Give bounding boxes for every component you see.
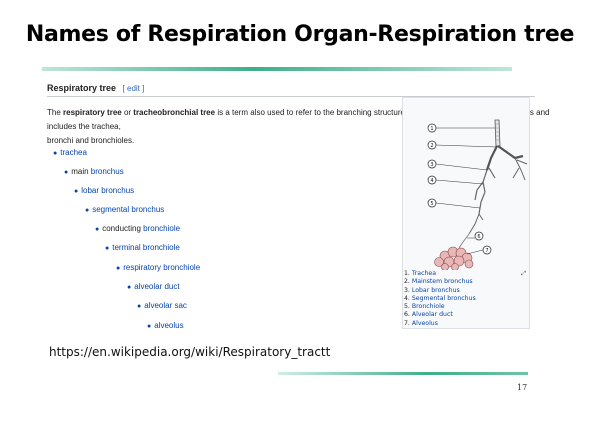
legend-label[interactable]: Bronchiole — [411, 303, 445, 311]
list-item-link[interactable]: alveolar duct — [134, 282, 180, 291]
legend-item: 4. Segmental bronchus — [404, 294, 476, 302]
bullet-icon: ● — [137, 303, 142, 310]
callout-6: 6 — [477, 234, 480, 240]
page-number: 17 — [517, 383, 528, 392]
legend-label[interactable]: Alveolus — [411, 319, 438, 327]
legend-item: 5. Bronchiole — [404, 303, 445, 311]
legend-item: 1. Trachea — [404, 270, 437, 277]
footer-divider — [278, 372, 528, 375]
para-text: is a term also used to refer to the bran… — [47, 108, 550, 131]
title-divider — [42, 67, 512, 71]
legend-label[interactable]: Segmental bronchus — [411, 294, 476, 302]
legend-item: 2. Mainstem bronchus — [404, 278, 473, 286]
legend-label[interactable]: Alveolar duct — [411, 311, 453, 319]
list-item-link[interactable]: alveolus — [154, 321, 184, 330]
section-heading-text: Respiratory tree — [47, 83, 117, 93]
list-item: ●lobar bronchus — [74, 186, 134, 195]
slide-title: Names of Respiration Organ-Respiration t… — [25, 22, 575, 47]
bullet-icon: ● — [53, 150, 58, 157]
callout-3: 3 — [430, 162, 433, 168]
bullet-icon: ● — [85, 207, 90, 214]
term-tracheobronchial-tree: tracheobronchial tree — [133, 108, 216, 117]
term-respiratory-tree: respiratory tree — [63, 108, 122, 117]
list-item-text: conducting — [102, 224, 144, 233]
bullet-icon: ● — [64, 169, 69, 176]
bullet-icon: ● — [74, 188, 79, 195]
expand-icon[interactable]: ⤢ — [521, 270, 526, 277]
list-item: ●segmental bronchus — [85, 205, 164, 214]
list-item-link[interactable]: lobar bronchus — [81, 186, 135, 195]
list-item: ●trachea — [53, 148, 87, 157]
callout-4: 4 — [430, 178, 433, 184]
list-item: ●conducting bronchiole — [95, 224, 180, 233]
bullet-icon: ● — [116, 265, 121, 272]
para-text: or — [121, 108, 134, 117]
legend-item: 3. Lobar bronchus — [404, 286, 460, 294]
legend-item: 6. Alveolar duct — [404, 311, 453, 319]
heading-divider — [47, 96, 535, 97]
bullet-icon: ● — [105, 245, 110, 252]
list-item-link[interactable]: alveolar sac — [144, 301, 187, 310]
legend-label[interactable]: Lobar bronchus — [411, 286, 460, 294]
list-item: ●respiratory bronchiole — [116, 263, 200, 272]
legend-label[interactable]: Mainstem bronchus — [411, 278, 473, 286]
bullet-icon: ● — [127, 284, 132, 291]
list-item-link[interactable]: respiratory bronchiole — [123, 263, 201, 272]
list-item-link[interactable]: segmental bronchus — [92, 205, 165, 214]
intro-paragraph: The respiratory tree or tracheobronchial… — [47, 106, 552, 148]
section-heading: Respiratory tree [ edit ] — [47, 83, 547, 93]
source-url: https://en.wikipedia.org/wiki/Respirator… — [49, 345, 331, 359]
list-item-link[interactable]: bronchiole — [143, 224, 181, 233]
legend-item: 7. Alveolus — [404, 319, 438, 327]
para-text: bronchi and bronchioles. — [47, 136, 135, 145]
respiratory-tree-figure[interactable]: 1 2 3 4 5 6 7 1. Trachea 2. Mainstem bro… — [402, 97, 530, 329]
list-item-link[interactable]: terminal bronchiole — [112, 243, 180, 252]
callout-5: 5 — [430, 201, 433, 207]
bullet-icon: ● — [147, 323, 152, 330]
respiratory-tree-illustration: 1 2 3 4 5 6 7 — [427, 119, 528, 270]
list-item: ●main bronchus — [64, 167, 124, 176]
list-item-link[interactable]: bronchus — [90, 167, 124, 176]
figure-legend: 1. Trachea 2. Mainstem bronchus 3. Lobar… — [403, 270, 476, 328]
callout-2: 2 — [430, 143, 433, 149]
list-item-link[interactable]: trachea — [60, 148, 87, 157]
list-item: ●terminal bronchiole — [105, 243, 180, 252]
edit-link[interactable]: [ edit ] — [122, 84, 145, 93]
bullet-icon: ● — [95, 226, 100, 233]
list-item: ●alveolar sac — [137, 301, 187, 310]
callout-1: 1 — [430, 126, 433, 132]
list-item: ●alveolus — [147, 321, 184, 330]
list-item-text: main — [71, 167, 91, 176]
callout-7: 7 — [485, 248, 488, 254]
list-item: ●alveolar duct — [127, 282, 180, 291]
legend-label[interactable]: Trachea — [411, 270, 437, 277]
para-text: The — [47, 108, 64, 117]
wiki-section: Respiratory tree [ edit ] The respirator… — [47, 83, 550, 330]
